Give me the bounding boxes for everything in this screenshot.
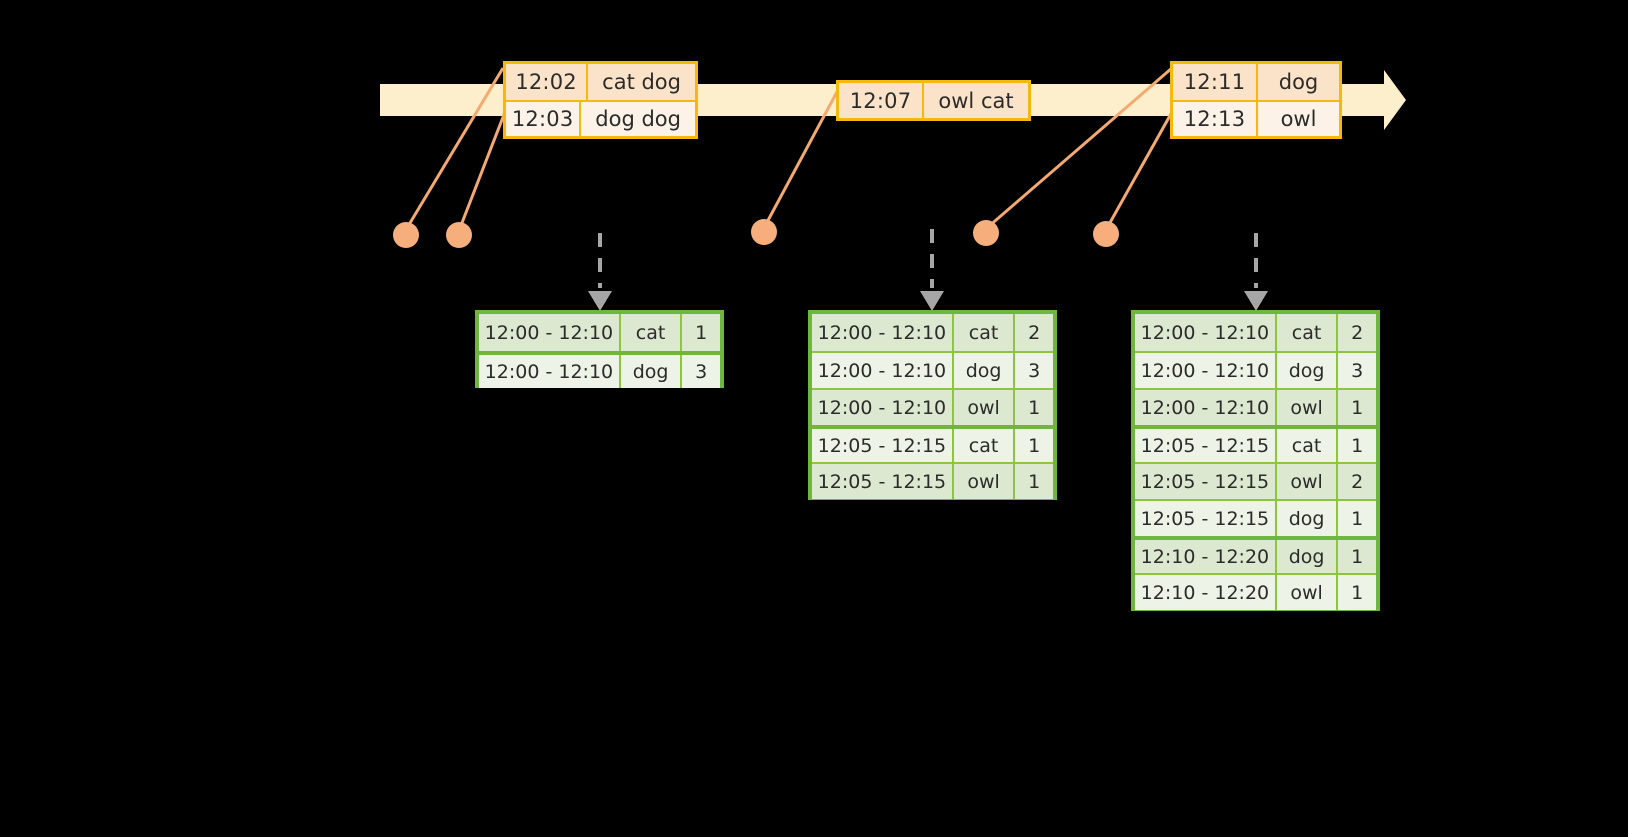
cell-window: 12:05 - 12:15 (812, 429, 954, 462)
cell-count: 1 (1351, 396, 1364, 419)
cell-count: 3 (1028, 359, 1041, 382)
table-row[interactable]: 12:00 - 12:10 owl 1 (1135, 388, 1376, 425)
timeline-bar-segment-mid-1 (690, 84, 850, 116)
cell-window: 12:05 - 12:15 (1135, 464, 1277, 499)
cell-count: 1 (1028, 396, 1041, 419)
event-time: 12:13 (1173, 101, 1258, 136)
cell-window: 12:05 - 12:15 (1135, 501, 1277, 536)
event-payload: dog dog (595, 106, 681, 131)
cell-count: 1 (1351, 434, 1364, 457)
cell-count: 1 (1351, 581, 1364, 604)
cell-count: 1 (1028, 470, 1041, 493)
table-row[interactable]: 12:10 - 12:20 dog 1 (1135, 536, 1376, 573)
cell-key: owl (1277, 390, 1339, 425)
event-group-1[interactable]: 12:02 cat dog 12:03 dog dog (503, 61, 698, 139)
table-row[interactable]: 12:00 - 12:10 dog 3 (479, 351, 720, 388)
event-group-3[interactable]: 12:11 dog 12:13 owl (1170, 61, 1342, 139)
event-row[interactable]: 12:13 owl (1173, 99, 1339, 136)
event-dot-5 (1093, 221, 1119, 247)
timeline-bar-segment-left (380, 84, 510, 116)
cell-window: 12:00 - 12:10 (812, 390, 954, 425)
cell-window: 12:00 - 12:10 (812, 314, 954, 351)
event-payload: dog (1278, 69, 1319, 94)
dashed-arrow-head-2 (920, 291, 944, 311)
cell-key: owl (954, 390, 1016, 425)
timeline-bar-segment-mid-2 (1020, 84, 1180, 116)
connector-line-5 (1105, 111, 1174, 229)
table-row[interactable]: 12:05 - 12:15 owl 2 (1135, 462, 1376, 499)
event-row[interactable]: 12:02 cat dog (506, 64, 695, 100)
cell-count: 1 (1351, 507, 1364, 530)
table-row[interactable]: 12:00 - 12:10 cat 2 (812, 314, 1053, 351)
event-dot-4 (973, 220, 999, 246)
cell-key: owl (954, 464, 1016, 499)
table-row[interactable]: 12:05 - 12:15 cat 1 (812, 425, 1053, 462)
cell-key: cat (621, 314, 683, 351)
cell-window: 12:00 - 12:10 (479, 355, 621, 388)
event-time: 12:07 (839, 83, 924, 118)
event-group-2[interactable]: 12:07 owl cat (836, 80, 1031, 121)
cell-window: 12:00 - 12:10 (812, 353, 954, 388)
cell-key: dog (1277, 501, 1339, 536)
result-table-3[interactable]: 12:00 - 12:10 cat 2 12:00 - 12:10 dog 3 … (1131, 310, 1380, 611)
cell-count: 2 (1028, 321, 1041, 344)
cell-key: cat (954, 429, 1016, 462)
cell-window: 12:00 - 12:10 (479, 314, 621, 351)
cell-window: 12:10 - 12:20 (1135, 540, 1277, 573)
cell-key: dog (954, 353, 1016, 388)
dashed-arrow-head-3 (1244, 291, 1268, 311)
cell-key: dog (1277, 540, 1339, 573)
cell-key: cat (1277, 314, 1339, 351)
event-payload: cat dog (602, 69, 681, 94)
cell-key: cat (954, 314, 1016, 351)
event-row[interactable]: 12:11 dog (1173, 64, 1339, 100)
event-dot-3 (751, 219, 777, 245)
event-row[interactable]: 12:07 owl cat (839, 83, 1028, 118)
cell-key: dog (1277, 353, 1339, 388)
event-dot-1 (393, 222, 419, 248)
cell-window: 12:05 - 12:15 (1135, 429, 1277, 462)
table-row[interactable]: 12:00 - 12:10 owl 1 (812, 388, 1053, 425)
event-payload: owl (1280, 106, 1317, 131)
cell-key: owl (1277, 575, 1339, 610)
table-row[interactable]: 12:05 - 12:15 cat 1 (1135, 425, 1376, 462)
cell-key: dog (621, 355, 683, 388)
cell-window: 12:10 - 12:20 (1135, 575, 1277, 610)
table-row[interactable]: 12:00 - 12:10 cat 2 (1135, 314, 1376, 351)
event-time: 12:02 (506, 64, 589, 100)
cell-key: owl (1277, 464, 1339, 499)
table-row[interactable]: 12:05 - 12:15 dog 1 (1135, 499, 1376, 536)
event-payload: owl cat (938, 88, 1014, 113)
cell-window: 12:00 - 12:10 (1135, 353, 1277, 388)
result-table-2[interactable]: 12:00 - 12:10 cat 2 12:00 - 12:10 dog 3 … (808, 310, 1057, 500)
connector-line-2 (458, 111, 507, 229)
table-row[interactable]: 12:10 - 12:20 owl 1 (1135, 573, 1376, 610)
table-row[interactable]: 12:05 - 12:15 owl 1 (812, 462, 1053, 499)
cell-window: 12:00 - 12:10 (1135, 314, 1277, 351)
table-row[interactable]: 12:00 - 12:10 dog 3 (1135, 351, 1376, 388)
cell-window: 12:00 - 12:10 (1135, 390, 1277, 425)
result-table-1[interactable]: 12:00 - 12:10 cat 1 12:00 - 12:10 dog 3 (475, 310, 724, 388)
cell-count: 1 (1351, 545, 1364, 568)
cell-window: 12:05 - 12:15 (812, 464, 954, 499)
cell-count: 3 (695, 360, 708, 383)
cell-key: cat (1277, 429, 1339, 462)
event-dot-2 (446, 222, 472, 248)
table-row[interactable]: 12:00 - 12:10 cat 1 (479, 314, 720, 351)
cell-count: 3 (1351, 359, 1364, 382)
cell-count: 2 (1351, 470, 1364, 493)
cell-count: 1 (695, 321, 708, 344)
dashed-arrow-head-1 (588, 291, 612, 311)
table-row[interactable]: 12:00 - 12:10 dog 3 (812, 351, 1053, 388)
cell-count: 2 (1351, 321, 1364, 344)
event-time: 12:03 (506, 101, 582, 136)
timeline-arrow (1340, 70, 1406, 130)
cell-count: 1 (1028, 434, 1041, 457)
event-row[interactable]: 12:03 dog dog (506, 99, 695, 136)
event-time: 12:11 (1173, 64, 1258, 100)
